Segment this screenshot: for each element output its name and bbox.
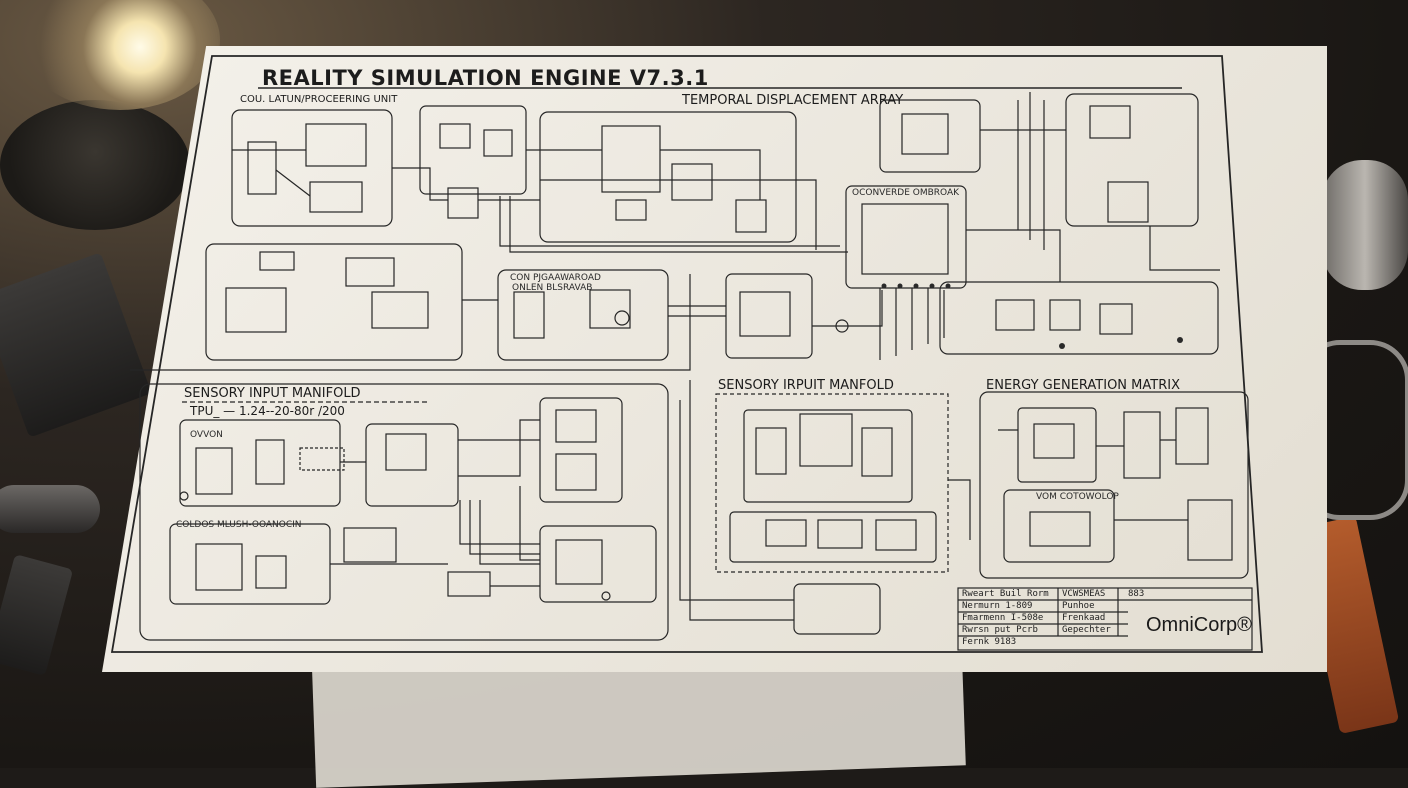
title-block-r4c0: Fernk 9183 [962, 637, 1017, 647]
section-core-unit: COU. LATUN/PROCEERING UNIT [240, 94, 398, 105]
title-block-r0c1: VCWSMEAS [1062, 589, 1106, 599]
box-label-ocontrol: OCONVERDE OMBROAK [852, 188, 960, 198]
section-sensory-left: SENSORY INPUT MANIFOLD [184, 386, 361, 401]
schematic-wiring [110, 55, 1263, 653]
section-temporal-array: TEMPORAL DISPLACEMENT ARRAY [682, 93, 904, 108]
lamp-base [0, 100, 190, 230]
title-block-r0c2: 883 [1128, 589, 1145, 599]
section-energy-matrix: ENERGY GENERATION MATRIX [986, 378, 1180, 393]
title-block-r2c1: Frenkaad [1062, 613, 1106, 623]
box-label-ovon: OVVON [190, 430, 223, 440]
diagram-title: REALITY SIMULATION ENGINE V7.3.1 [262, 66, 709, 90]
title-block-r1c0: Nermurn 1-809 [962, 601, 1033, 611]
pipe-tool [0, 485, 100, 533]
box-label-convert: CON PJGAAWAROAD [510, 273, 601, 283]
box-label-convert-2: ONLEN BLSRAVAB [512, 283, 593, 293]
title-block-r2c0: Fmarmenn I-508e [962, 613, 1044, 623]
section-sensory-left-sub: TPU_ — 1.24--20-80r /200 [190, 404, 345, 418]
title-block-r0c0: Rweart Buil Rorm [962, 589, 1049, 599]
title-block-r3c1: Gepechter [1062, 625, 1111, 635]
section-sensory-right: SENSORY IRPUIT MANFOLD [718, 378, 894, 393]
title-block-r1c1: Punhoe [1062, 601, 1095, 611]
desk-lamp-light [20, 0, 220, 110]
title-block-r3c0: Rwrsn put Pcrb [962, 625, 1038, 635]
omnicorp-logo: OmniCorp® [1146, 614, 1252, 636]
box-label-vom: VOM COTOWOLOP [1036, 492, 1119, 502]
box-label-coldos: COLDOS MLUSH-OOANOCIN [176, 520, 302, 530]
pen-holder [1322, 160, 1408, 290]
